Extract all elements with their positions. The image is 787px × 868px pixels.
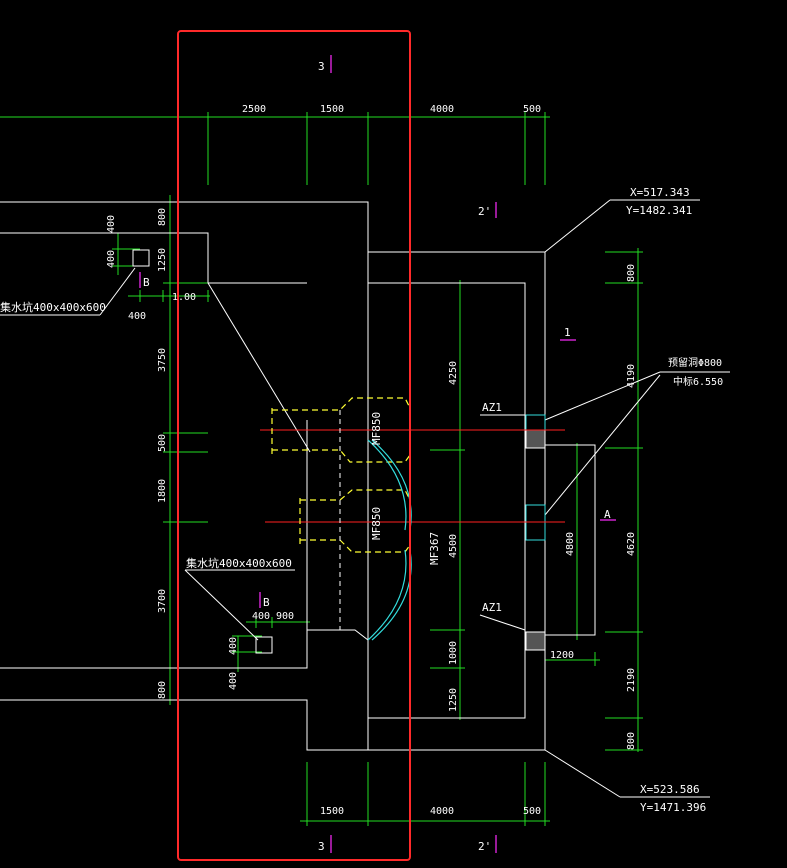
door-swing-lines — [306, 410, 341, 630]
dim-left-800: 800 — [157, 208, 168, 226]
dim-sump-400-d: 400 — [228, 637, 239, 655]
dim-left-500: 500 — [157, 434, 168, 452]
structure-outline — [0, 199, 730, 798]
section-label-bottom-3: 3 — [318, 840, 325, 853]
dim-inner-1000: 1000 — [448, 641, 459, 665]
section-label-top-3: 3 — [318, 60, 325, 73]
dim-right-2190: 2190 — [626, 668, 637, 692]
dim-left-800-b: 800 — [157, 681, 168, 699]
coord-bottom-y: Y=1471.396 — [640, 801, 706, 814]
column-label-az1-top: AZ1 — [482, 401, 502, 414]
dim-right-4190: 4190 — [626, 364, 637, 388]
axis-lines — [260, 429, 565, 523]
dim-bottom-500: 500 — [523, 806, 541, 817]
dim-top-500: 500 — [523, 104, 541, 115]
dim-left-3750: 3750 — [157, 348, 168, 372]
section-label-bottom-2p: 2' — [478, 840, 491, 853]
door-label-mf367: MF367 — [428, 532, 441, 565]
dim-inner-4250: 4250 — [448, 361, 459, 385]
door-arcs — [367, 439, 412, 641]
section-label-1: 1 — [564, 326, 571, 339]
section-label-a: A — [604, 508, 611, 521]
door-label-mf850-1: MF850 — [370, 412, 383, 445]
coord-top-x: X=517.343 — [630, 186, 690, 199]
dim-sump-900: 900 — [276, 611, 294, 622]
dim-inner-4500: 4500 — [448, 534, 459, 558]
sump-label-top: 集水坑400x400x600 — [0, 300, 106, 314]
column-az1-bottom — [525, 631, 546, 651]
dim-right-4800: 4800 — [565, 532, 576, 556]
hidden-lines — [271, 397, 411, 553]
dim-left-1800: 1800 — [157, 479, 168, 503]
dim-inner-1250: 1250 — [448, 688, 459, 712]
dim-top-1500: 1500 — [320, 104, 344, 115]
section-label-top-2p: 2' — [478, 205, 491, 218]
dim-left-1250: 1250 — [157, 248, 168, 272]
highlight-frame — [177, 30, 411, 861]
dim-right-800: 800 — [626, 264, 637, 282]
dim-sump-400-a: 400 — [106, 215, 117, 233]
column-label-az1-bottom: AZ1 — [482, 601, 502, 614]
section-label-b-top: B — [143, 276, 150, 289]
dim-right-4620: 4620 — [626, 532, 637, 556]
coord-top-y: Y=1482.341 — [626, 204, 692, 217]
dim-bottom-4000: 4000 — [430, 806, 454, 817]
sump-label-bottom: 集水坑400x400x600 — [186, 556, 292, 570]
dim-right-800-b: 800 — [626, 732, 637, 750]
section-ticks — [139, 55, 616, 853]
column-az1-top — [525, 429, 546, 449]
dim-sump-400-c: 400 — [128, 311, 146, 322]
dim-left-3700: 3700 — [157, 589, 168, 613]
door-label-mf850-2: MF850 — [370, 507, 383, 540]
dim-sump-100: 1.00 — [172, 292, 196, 303]
pipe-note-1: 预留洞Φ800 — [668, 356, 722, 369]
dim-bottom-1500: 1500 — [320, 806, 344, 817]
coord-bottom-x: X=523.586 — [640, 783, 700, 796]
section-label-b-bottom: B — [263, 596, 270, 609]
dim-sump-400-f: 400 — [252, 611, 270, 622]
dim-sump-400-b: 400 — [106, 250, 117, 268]
dim-top-2500: 2500 — [242, 104, 266, 115]
pipe-note-2: 中标6.550 — [673, 375, 723, 388]
dim-top-4000: 4000 — [430, 104, 454, 115]
dim-right-1200: 1200 — [550, 650, 574, 661]
dim-sump-400-e: 400 — [228, 672, 239, 690]
